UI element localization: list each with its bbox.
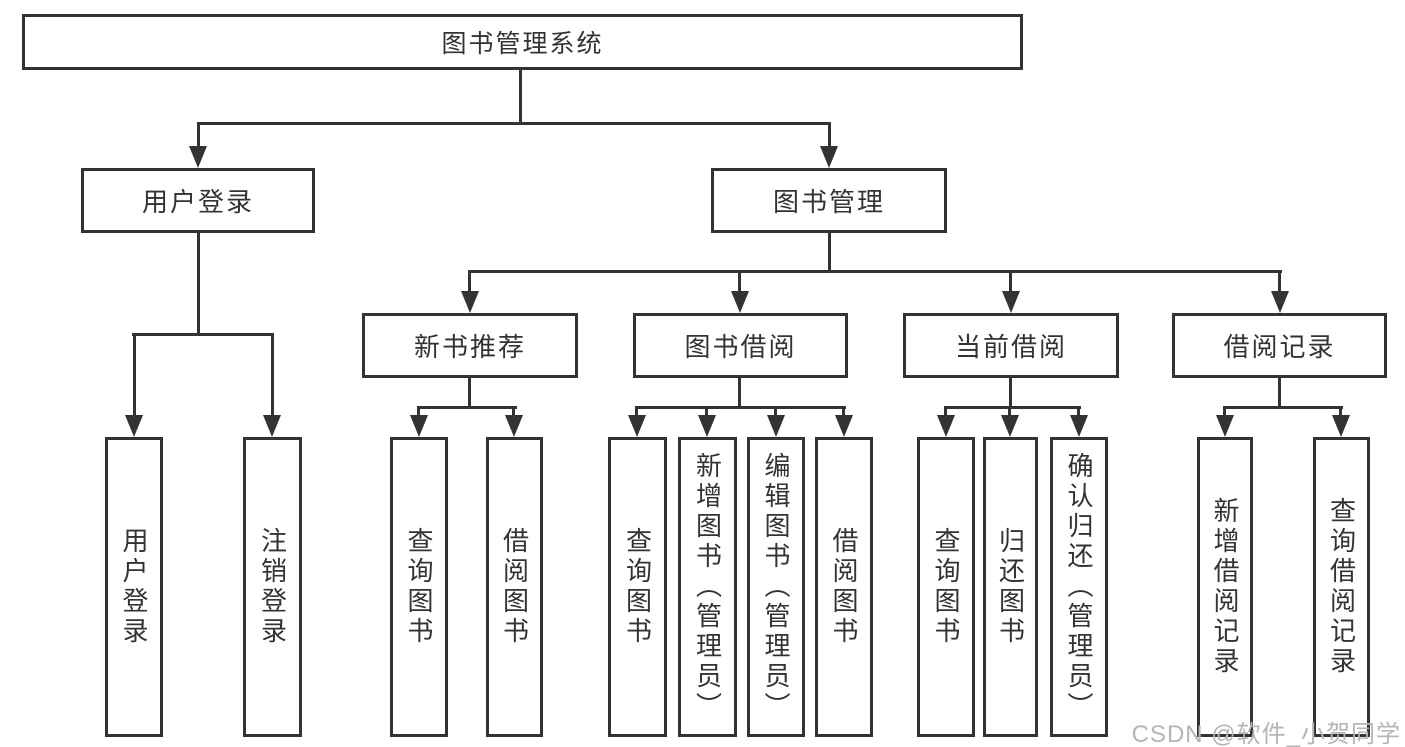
connector-line	[1278, 270, 1281, 295]
connector-line	[828, 122, 831, 150]
connector-line	[635, 406, 638, 418]
arrow-down-icon	[767, 415, 785, 437]
arrow-down-icon	[1002, 291, 1020, 313]
node-borrow-record: 借阅记录	[1172, 313, 1387, 378]
connector-line	[774, 406, 777, 418]
connector-line	[417, 406, 420, 418]
arrow-down-icon	[1070, 415, 1088, 437]
connector-line	[1008, 406, 1011, 418]
node-new-book-recommend: 新书推荐	[362, 313, 578, 378]
connector-line	[705, 406, 708, 418]
connector-line	[842, 406, 845, 418]
node-root: 图书管理系统	[22, 14, 1023, 70]
leaf-current-query: 查询图书	[917, 437, 975, 737]
leaf-newbook-query: 查询图书	[390, 437, 448, 737]
connector-line	[635, 406, 846, 409]
connector-line	[738, 378, 741, 409]
connector-line	[944, 406, 1081, 409]
leaf-borrow-query: 查询图书	[608, 437, 667, 737]
connector-line	[417, 406, 517, 409]
connector-line	[468, 270, 1282, 273]
connector-line	[1278, 378, 1281, 409]
arrow-down-icon	[698, 415, 716, 437]
connector-line	[197, 122, 831, 125]
arrow-down-icon	[461, 291, 479, 313]
connector-line	[512, 406, 515, 418]
node-book-borrow: 图书借阅	[633, 313, 848, 378]
connector-line	[271, 333, 274, 417]
connector-line	[1077, 406, 1080, 418]
leaf-borrow-borrow: 借阅图书	[815, 437, 873, 737]
arrow-down-icon	[263, 415, 281, 437]
connector-line	[519, 70, 522, 125]
arrow-down-icon	[505, 415, 523, 437]
node-user-login: 用户登录	[81, 168, 315, 233]
arrow-down-icon	[125, 415, 143, 437]
arrow-down-icon	[628, 415, 646, 437]
arrow-down-icon	[1001, 415, 1019, 437]
arrow-down-icon	[410, 415, 428, 437]
leaf-user-login: 用户登录	[105, 437, 163, 737]
leaf-record-query: 查询借阅记录	[1313, 437, 1370, 737]
connector-line	[468, 270, 471, 295]
leaf-logout: 注销登录	[243, 437, 302, 737]
connector-line	[197, 233, 200, 335]
node-current-borrow: 当前借阅	[903, 313, 1119, 378]
connector-line	[468, 378, 471, 409]
connector-line	[944, 406, 947, 418]
connector-line	[1223, 406, 1226, 418]
connector-line	[197, 122, 200, 150]
arrow-down-icon	[835, 415, 853, 437]
watermark: CSDN @软件_小贺同学	[1131, 721, 1401, 747]
arrow-down-icon	[189, 146, 207, 168]
connector-line	[1009, 270, 1012, 295]
connector-line	[133, 333, 136, 417]
leaf-borrow-add-admin: 新增图书（管理员）	[678, 437, 737, 737]
leaf-borrow-edit-admin: 编辑图书（管理员）	[747, 437, 805, 737]
connector-line	[828, 233, 831, 273]
connector-line	[1223, 406, 1343, 409]
connector-line	[1339, 406, 1342, 418]
leaf-current-return: 归还图书	[983, 437, 1038, 737]
arrow-down-icon	[731, 291, 749, 313]
connector-line	[738, 270, 741, 295]
connector-line	[132, 333, 274, 336]
arrow-down-icon	[937, 415, 955, 437]
arrow-down-icon	[820, 146, 838, 168]
connector-line	[1009, 378, 1012, 409]
arrow-down-icon	[1216, 415, 1234, 437]
node-book-management: 图书管理	[711, 168, 947, 233]
arrow-down-icon	[1271, 291, 1289, 313]
leaf-record-add: 新增借阅记录	[1197, 437, 1253, 737]
arrow-down-icon	[1332, 415, 1350, 437]
leaf-newbook-borrow: 借阅图书	[486, 437, 543, 737]
leaf-current-confirm-admin: 确认归还（管理员）	[1050, 437, 1108, 737]
